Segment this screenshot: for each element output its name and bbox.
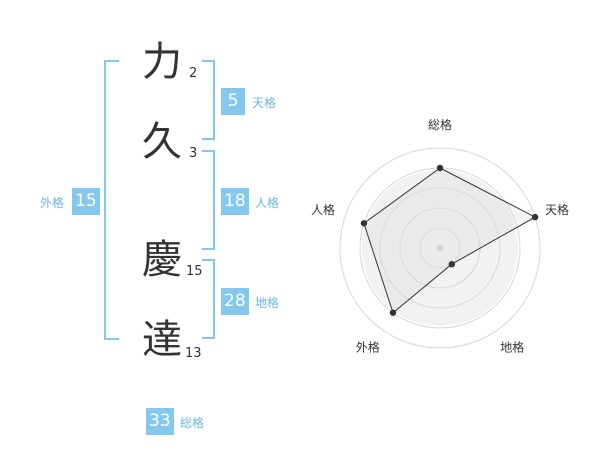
radar-point-4: [389, 309, 397, 316]
chikaku-value-box: 28: [221, 288, 249, 315]
name-char-4: 達: [142, 317, 182, 363]
radar-ring: [419, 227, 461, 269]
soukaku-label: 総格: [180, 416, 205, 430]
radar-point-1: [436, 164, 444, 172]
radar-ring: [379, 187, 501, 309]
stroke-count-4: 13: [185, 346, 202, 361]
gaikaku-bracket: [104, 60, 119, 340]
name-char-2: 久: [142, 119, 182, 165]
stroke-count-2: 3: [189, 146, 198, 161]
tenkaku-value-box: 5: [221, 88, 245, 115]
chikaku-label: 地格: [255, 296, 280, 310]
radar-polygon: [363, 167, 537, 314]
gaikaku-label: 外格: [40, 196, 65, 210]
soukaku-value-box: 33: [146, 408, 174, 435]
name-char-1: 力: [142, 39, 182, 85]
radar-point-5: [360, 220, 368, 227]
radar-center-dot: [437, 245, 443, 251]
jinkaku-value-box: 18: [221, 188, 249, 215]
stroke-count-3: 15: [186, 264, 203, 279]
chikaku-bracket: [202, 259, 215, 339]
name-char-3: 慶: [142, 237, 182, 283]
jinkaku-bracket: [202, 150, 215, 250]
radar-ring: [339, 147, 541, 349]
jinkaku-label: 人格: [255, 196, 280, 210]
gaikaku-value-box: 15: [72, 188, 100, 215]
radar-point-3: [448, 260, 455, 268]
radar-point-2: [531, 213, 539, 221]
radar-axis-label-5: 人格: [311, 202, 335, 217]
radar-axis-label-4: 外格: [356, 340, 380, 355]
tenkaku-bracket: [202, 60, 215, 140]
radar-axis-label-3: 地格: [500, 340, 524, 355]
radar-axis-label-2: 天格: [545, 202, 569, 217]
stroke-count-1: 2: [189, 66, 198, 81]
tenkaku-label: 天格: [252, 96, 277, 110]
radar-axis-label-1: 総格: [428, 117, 452, 132]
